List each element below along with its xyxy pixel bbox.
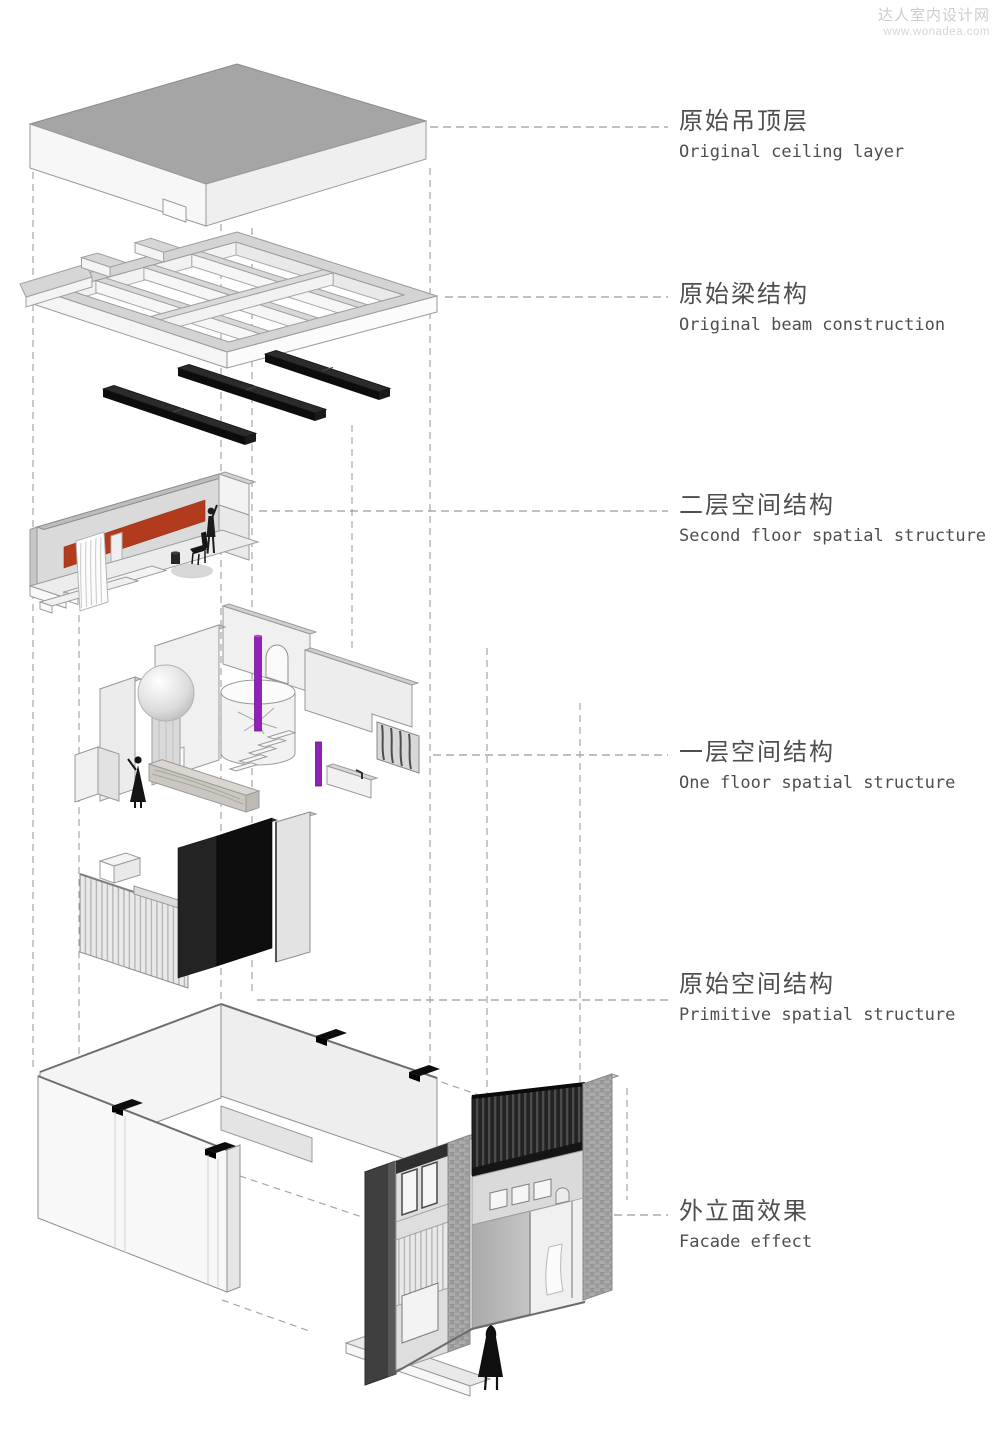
first-floor-layer [74,603,420,813]
steel-beam [178,368,315,421]
slat-wall-box-side [113,857,141,884]
spout [355,769,363,779]
steel-beam [245,433,256,445]
shell-back-right-wall [220,1003,438,1171]
round-rug [171,563,213,579]
steel-beam [379,388,390,400]
label-en: Primitive spatial structure [679,1005,956,1025]
label-en: Facade effect [679,1232,813,1252]
black-wall-right-face [216,817,273,967]
slat-screen-top-rail [471,1082,586,1099]
label-original-beam-construction: 原始梁结构 Original beam construction [679,281,994,335]
label-zh: 原始吊顶层 [679,108,809,135]
small-wall-a [74,746,99,803]
marble-pier-veins [381,724,412,770]
wall-opening-strip [110,531,123,565]
shell-wall-top-edge [39,1003,222,1073]
guide-diagonal [227,1171,369,1220]
facade-base-line [395,1301,586,1373]
column-lines [114,1112,219,1288]
label-original-ceiling-layer: 原始吊顶层 Original ceiling layer [679,108,994,162]
facade-window [421,1160,438,1210]
inner-curtain [545,1243,564,1296]
arch-opening [265,644,289,685]
right-panel [304,649,413,733]
leader-lines [257,126,668,1216]
label-en: Original beam construction [679,315,946,335]
slab-right-face [205,120,427,227]
counter-veins [151,769,244,805]
dark-slab-highlight [388,1161,396,1377]
column-caps [112,1029,440,1159]
label-zh: 原始空间结构 [679,971,835,998]
grid-stub [79,252,128,268]
purple-column-1 [254,635,262,732]
low-block [326,765,372,799]
beam-notch-line [321,366,334,372]
grid-ring-right-face [226,295,438,369]
primitive-shell-layer [37,1003,440,1293]
person-silhouette-facade [478,1325,503,1391]
straight-stairs [228,730,297,772]
brick-pier [447,1134,471,1353]
person-silhouette-second-floor [206,504,218,554]
label-one-floor-spatial-structure: 一层空间结构 One floor spatial structure [679,739,994,793]
shell-door-jamb [226,1144,241,1293]
gray-panel [275,811,311,963]
beam-grid-layer [19,231,439,369]
purple-column-cap [254,634,262,638]
steel-beam [315,409,326,421]
facade-left-header [396,1143,448,1174]
second-floor-layer [28,471,260,614]
label-zh: 原始梁结构 [679,281,809,308]
sphere-lamp [137,664,195,722]
label-en: Second floor spatial structure [679,526,987,546]
second-floor-left-cap [29,526,38,589]
label-zh: 外立面效果 [679,1198,809,1225]
person-silhouette-first-floor [127,756,146,808]
counter-end [245,790,260,813]
steel-beams-layer [101,349,392,445]
bench-slab [39,601,53,614]
curtain [75,531,109,612]
facade-layer [344,1073,620,1397]
clerestory-windows [489,1178,552,1211]
label-zh: 二层空间结构 [679,492,835,519]
facade-window [401,1167,418,1217]
slat-screen-bottom-rail [472,1141,585,1177]
curtain-folds [80,536,102,609]
grid-stub [19,263,93,298]
label-primitive-spatial-structure: 原始空间结构 Primitive spatial structure [679,971,994,1025]
arch-niche [555,1187,570,1205]
label-en: Original ceiling layer [679,142,905,162]
chair [190,531,208,566]
guide-diagonal [221,1299,313,1333]
shell-wall-top-edge [37,1075,228,1151]
shell-wall-top-edge [220,1003,438,1079]
label-second-floor-spatial-structure: 二层空间结构 Second floor spatial structure [679,492,994,546]
steel-beam [265,354,379,400]
facade-band-line [395,1203,449,1223]
purple-column-2 [315,741,322,787]
label-zh: 一层空间结构 [679,739,835,766]
ceiling-slab-layer [28,63,428,227]
slab-notch [162,198,187,223]
waste-bin [171,553,180,564]
facade-lower-window [401,1282,439,1344]
waste-bin-top [171,551,180,555]
label-en: One floor spatial structure [679,773,956,793]
label-facade-effect: 外立面效果 Facade effect [679,1198,994,1252]
grid-stub [133,237,182,253]
beam-notch-line [172,407,185,413]
shell-inner-ledge [220,1105,313,1163]
small-wall-b [97,746,120,802]
beam-notch-line [245,385,258,391]
partition-walls-layer [79,811,318,989]
brick-pier [582,1073,613,1301]
black-wall-left-face [177,835,218,979]
steel-beam [103,389,245,445]
steel-beam [263,349,392,393]
